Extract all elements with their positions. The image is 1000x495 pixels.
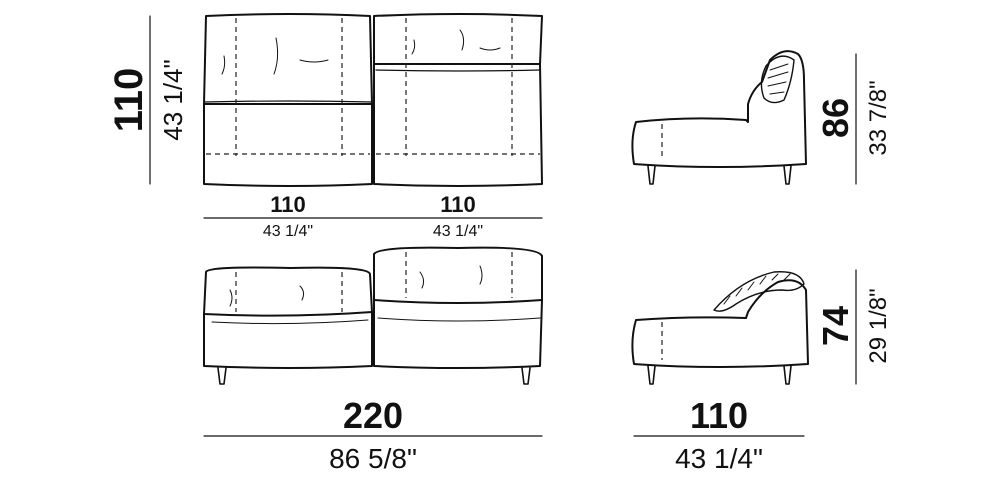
side-low-leg-front xyxy=(647,365,656,385)
plan-module-right xyxy=(373,13,543,187)
side-depth-in: 43 1/4" xyxy=(675,443,763,474)
side-low-leg-back xyxy=(783,365,792,385)
side-low-height-in: 29 1/8" xyxy=(865,288,892,363)
front-module-left xyxy=(203,266,373,369)
module-left-width-cm: 110 xyxy=(270,192,306,217)
plan-depth-in: 43 1/4" xyxy=(158,59,188,141)
side-view-low: 74 29 1/8" 110 43 1/4" xyxy=(631,269,892,474)
side-high-leg-back xyxy=(783,165,792,185)
module-right-width-in: 43 1/4" xyxy=(433,223,483,240)
front-view: 220 86 5/8" xyxy=(203,246,543,474)
side-high-leg-front xyxy=(647,165,656,185)
front-leg-right xyxy=(521,367,531,385)
total-width-cm: 220 xyxy=(343,395,403,436)
front-leg-left xyxy=(217,367,227,385)
module-left-width-in: 43 1/4" xyxy=(263,223,313,240)
side-view-high: 86 33 7/8" xyxy=(631,50,892,185)
plan-view: 110 43 1/4" 110 43 1/4" 110 43 1/4" xyxy=(107,13,543,240)
front-module-right xyxy=(373,246,543,369)
side-depth-cm: 110 xyxy=(690,395,748,436)
side-low-height-cm: 74 xyxy=(815,306,856,346)
plan-depth-cm: 110 xyxy=(107,68,151,133)
plan-module-left xyxy=(203,13,373,187)
module-right-width-cm: 110 xyxy=(440,192,476,217)
side-high-height-cm: 86 xyxy=(815,98,856,138)
total-width-in: 86 5/8" xyxy=(329,443,417,474)
side-high-height-in: 33 7/8" xyxy=(865,80,892,155)
